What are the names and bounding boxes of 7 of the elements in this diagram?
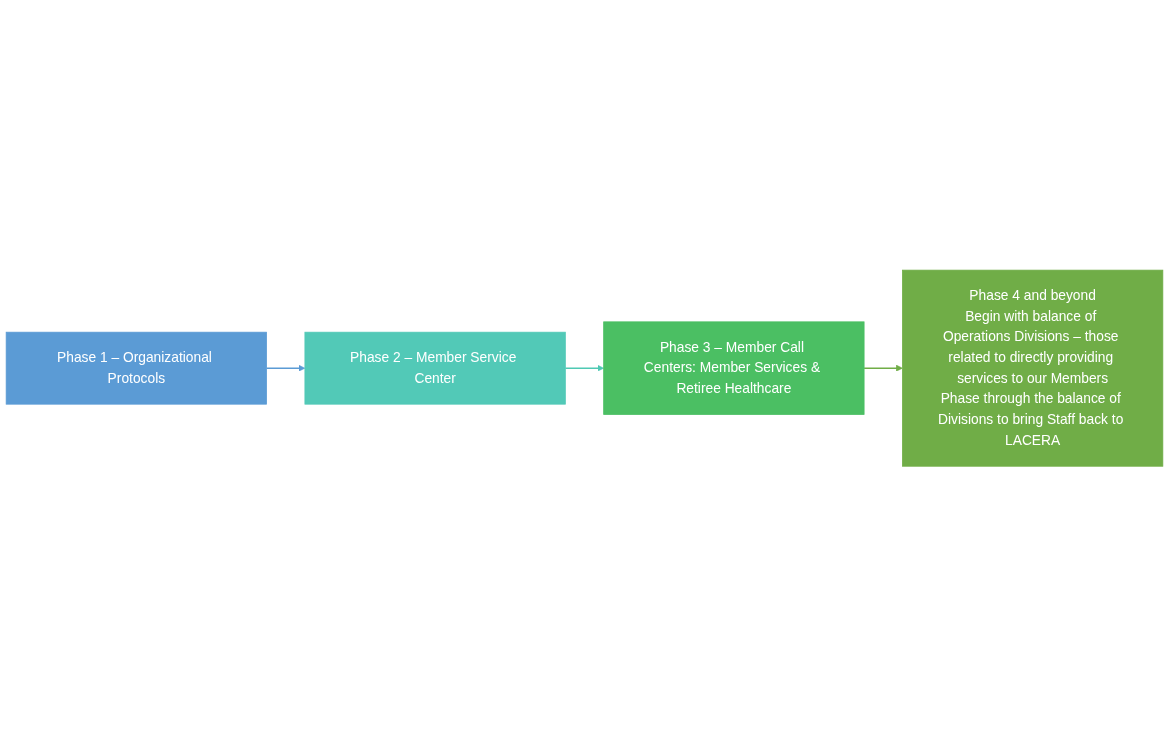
node-box: Phase 3 – Member Call Centers: Member Services & Retiree Healthcare xyxy=(603,321,865,415)
node-box: Phase 1 – Organizational Protocols xyxy=(5,331,267,405)
arrow xyxy=(265,364,306,372)
node-box: Phase 4 and beyond Begin with balance of Operations Divisions – those related to directly providing services to our Members Phase through the balance of Divisions to bring Staff back to LACERA xyxy=(902,269,1164,467)
arrow xyxy=(863,364,903,372)
node-box: Phase 2 – Member Service Center xyxy=(304,331,566,405)
arrow xyxy=(564,364,604,372)
